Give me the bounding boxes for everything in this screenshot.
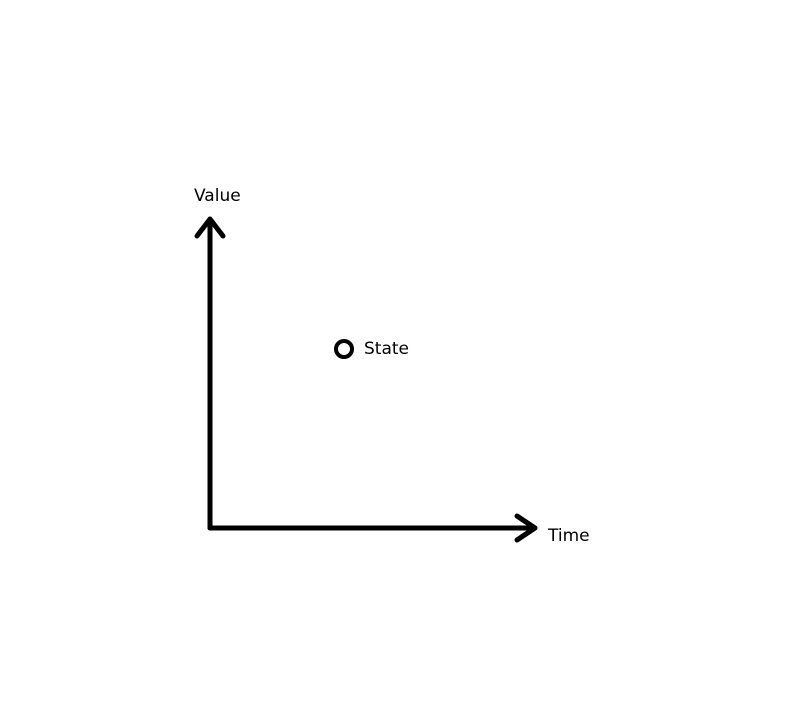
x-axis-label: Time	[547, 526, 590, 546]
x-axis-arrowhead	[514, 513, 538, 543]
state-point	[334, 339, 354, 359]
x-axis	[207, 513, 538, 543]
y-axis-label: Value	[194, 186, 241, 206]
y-axis-arrowhead	[194, 216, 226, 239]
state-label: State	[364, 339, 409, 359]
y-axis	[194, 216, 226, 531]
